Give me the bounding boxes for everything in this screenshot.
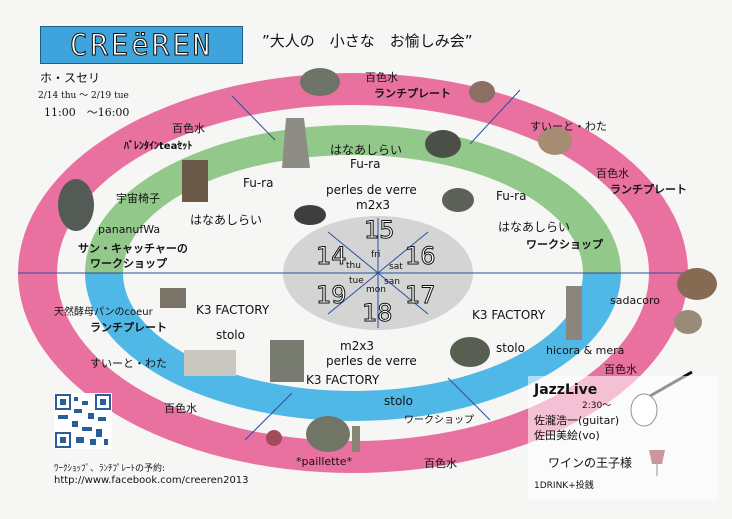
item-label: ランチプレート [90,321,167,334]
vendor-label: Fu-ra [496,189,527,203]
dial-day: 19 [316,281,348,310]
dial-day: 14 [316,242,348,271]
drink-fee: 1DRINK+投銭 [534,481,594,491]
vendor-label: stolo [216,328,245,342]
bread-photo [674,310,702,334]
jazz-time: 2:30〜 [582,401,612,411]
item-label: ランチプレート [374,87,451,100]
item-label: ランチプレート [610,183,687,196]
teacup-photo [469,81,495,103]
dial-day: 18 [362,299,394,328]
bag-photo [270,340,304,382]
lunch-plate-photo [300,68,340,96]
vendor-label: perles de verre [326,183,417,197]
vendor-label: hicora & mera [546,344,625,357]
dial-day: 17 [405,281,437,310]
vendor-label: 宇宙椅子 [116,192,160,205]
vendor-label: Fu-ra [350,157,381,171]
pastry-photo [677,268,717,300]
vendor-label: すいーと・わた [530,120,607,133]
stool-photo [182,160,208,202]
qr-code [54,393,112,449]
vendor-label: K3 FACTORY [196,303,270,317]
logo: CREëREN [40,26,243,64]
vendor-label: perles de verre [326,354,417,368]
apron-photo [282,118,310,168]
scarf-photo [566,286,582,340]
dial-weekday: tue [349,276,364,286]
divider-bottom-right [447,377,491,421]
headline: ”大人の 小さな お愉しみ会” [262,32,473,50]
vendor-label: Fu-ra [243,176,274,190]
cups-photo [184,350,236,376]
dial-day: 15 [364,216,396,245]
dial-weekday: fri [371,250,381,260]
reservation-label: ﾜｰｸｼｮｯﾌﾟ、ﾗﾝﾁﾌﾟﾚｰﾄの予約: [54,464,166,474]
felt-hat-photo [294,205,326,225]
pen-photo [352,426,360,452]
vendor-label: 百色水 [596,167,629,180]
vendor-label: sadacoro [610,294,660,307]
vendor-label: 百色水 [164,402,197,415]
vendor-label: 百色水 [604,363,637,376]
vendor-label: すいーと・わた [90,357,167,370]
item-label: ワークショップ [90,257,167,270]
dial-day: 16 [405,242,437,271]
reservation-url[interactable]: http://www.facebook.com/creeren2013 [54,475,249,486]
dates: 2/14 thu 〜 2/19 tue [38,91,129,101]
cookie-photo [538,127,572,155]
divider-top-right [469,89,521,145]
dial-weekday: sat [389,262,403,272]
item-label: ワークショップ [404,415,474,426]
ring-photo [442,188,474,212]
vendor-label: K3 FACTORY [306,373,380,387]
vendor-label: はなあしらい [330,143,403,157]
vendor-label: 百色水 [172,122,205,135]
vendor-label: K3 FACTORY [472,308,546,322]
dial-weekday: thu [346,261,361,271]
hours: 11:00 〜16:00 [44,106,130,119]
jazz-title: JazzLive [534,382,598,398]
wine-label: ワインの王子様 [548,456,633,470]
divider-bottom-left [244,392,293,441]
sweets-photo [425,130,461,158]
divider-top-left [231,95,276,141]
jazz-performer: 佐瀧浩一(guitar) [534,414,620,427]
dial-weekday: san [384,277,400,287]
suncatcher-photo [58,179,94,231]
flower-photo [450,337,490,367]
vendor-label: stolo [384,394,413,408]
dial-weekday: mon [366,285,386,295]
jazz-box [528,376,718,500]
vendor-label: 天然酵母パンのcoeur [54,307,153,318]
bread-loaf-photo [160,288,186,308]
accessory-photo [266,430,282,446]
item-label: ワークショップ [526,238,603,251]
plate-photo [306,416,350,452]
vendor-label: m2x3 [356,198,391,212]
venue: ホ・スセリ [40,71,101,85]
item-label: サン・キャッチャーの [78,242,188,255]
item-label: ﾊﾞﾚﾝﾀｲﾝteaｾｯﾄ [124,141,193,152]
jazz-performer: 佐田美絵(vo) [534,429,600,442]
vendor-label: はなあしらい [498,220,571,234]
vendor-label: m2x3 [340,339,375,353]
logo-text: CREëREN [69,28,214,63]
vendor-label: はなあしらい [190,213,263,227]
vendor-label: pananufWa [98,223,161,236]
vendor-label: 百色水 [424,457,457,470]
dial-spoke [327,231,429,315]
vendor-label: stolo [496,341,525,355]
vendor-label: 百色水 [365,71,398,84]
vendor-label: *paillette* [296,455,353,468]
